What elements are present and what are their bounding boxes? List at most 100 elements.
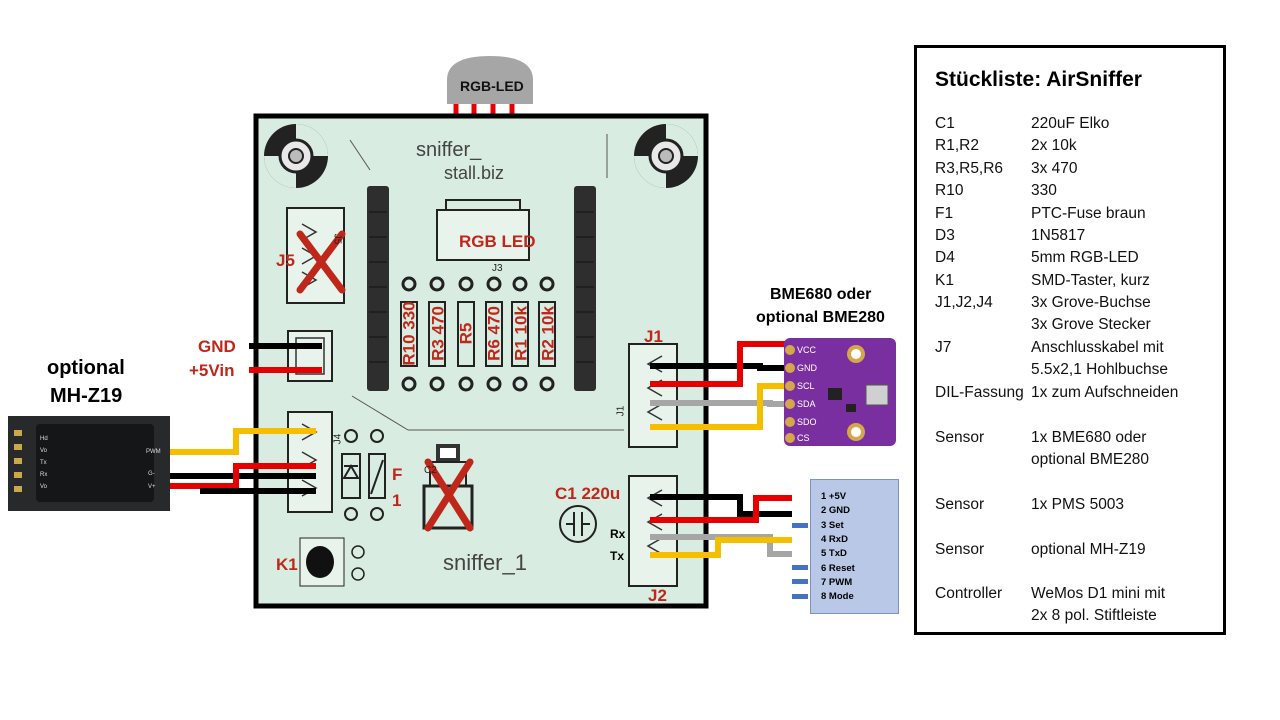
pcb-name: sniffer_1 — [443, 550, 527, 575]
bom-desc: WeMos D1 mini mit — [1031, 585, 1166, 602]
bme-pin-cs: CS — [797, 433, 810, 443]
pms-wire-black — [650, 494, 792, 517]
j3-connector — [436, 209, 530, 261]
mhz-title-line1: optional — [47, 357, 125, 379]
pms-pin-8: 8 Mode — [821, 591, 854, 602]
pms-pin-1: 1 +5V — [821, 491, 847, 502]
bom-desc: 2x 10k — [1031, 137, 1077, 154]
mhz-right-pin-1: PWM — [146, 449, 161, 455]
bme-title-line2: optional BME280 — [756, 309, 885, 326]
c2-silk-label: C2 — [424, 465, 437, 476]
mhz-board: Hd Vo Tx Rx Vo PWM G- V+ — [8, 416, 170, 511]
resistor-group — [400, 276, 556, 392]
j4-connector — [287, 411, 333, 513]
bom-desc: optional MH-Z19 — [1031, 541, 1146, 558]
bme-pin-gnd: GND — [797, 363, 817, 373]
bom-part: Controller — [935, 585, 1003, 602]
j2-connector — [628, 475, 678, 587]
pms-wire-red — [650, 495, 792, 523]
resistor-label-r6: R6 470 — [484, 306, 504, 361]
bom-part: Sensor — [935, 541, 985, 558]
resistor-label-r10: R10 330 — [399, 301, 419, 366]
bom-part: C1 — [935, 115, 955, 132]
pcb-site-partial: stall.biz — [444, 163, 505, 183]
bom-desc: 1x zum Aufschneiden — [1031, 384, 1179, 401]
bom-desc: 5mm RGB-LED — [1031, 249, 1139, 266]
mounting-hole-left — [264, 124, 328, 188]
mhz-pin-4: Rx — [40, 472, 48, 478]
resistor-label-r3: R3 470 — [428, 306, 448, 361]
bom-part: Sensor — [935, 429, 985, 446]
j1-connector — [628, 343, 678, 448]
gnd-label: GND — [198, 337, 236, 356]
bom-part: K1 — [935, 272, 954, 289]
bill-of-materials: Stückliste: AirSniffer C1 220uF Elko R1,… — [914, 45, 1226, 635]
bom-part: R1,R2 — [935, 137, 979, 154]
bme-wire-yellow — [650, 383, 790, 430]
pms-pinout-box: 1 +5V 2 GND 3 Set 4 RxD 5 TxD 6 Reset 7 … — [810, 479, 899, 614]
mhz-pin-3: Tx — [40, 460, 47, 466]
pms-wire-grey — [650, 534, 792, 557]
mhz-module-body — [36, 424, 154, 502]
bme-pin-sda: SDA — [797, 399, 816, 409]
tx-label: Tx — [610, 549, 625, 563]
bom-desc: 3x 470 — [1031, 160, 1078, 177]
bom-desc: 5.5x2,1 Hohlbuchse — [1031, 361, 1169, 378]
bom-desc: SMD-Taster, kurz — [1031, 272, 1150, 289]
bme-pin-scl: SCL — [797, 381, 815, 391]
led-label: RGB-LED — [460, 78, 524, 94]
c1-label: C1 220u — [555, 484, 621, 503]
pms-pin-3: 3 Set — [821, 520, 844, 531]
bom-title: Stückliste: AirSniffer — [935, 68, 1142, 91]
bme-pin-vcc: VCC — [797, 345, 817, 355]
bom-desc: 1x PMS 5003 — [1031, 496, 1125, 513]
bme-pin-sdo: SDO — [797, 417, 817, 427]
fuse-f1 — [368, 429, 386, 521]
bom-desc: optional BME280 — [1031, 451, 1150, 468]
mhz-wire-red — [164, 463, 316, 489]
socket-strip-left — [367, 186, 389, 391]
pms-pin-stubs — [792, 523, 808, 599]
bom-part: DIL-Fassung — [935, 384, 1024, 401]
bom-desc: Anschlusskabel mit — [1031, 339, 1164, 356]
bom-part: D3 — [935, 227, 955, 244]
bom-desc: 3x Grove-Buchse — [1031, 294, 1151, 311]
bom-desc: 1x BME680 oder — [1031, 429, 1147, 446]
rx-label: Rx — [610, 527, 626, 541]
capacitor-c1 — [559, 505, 597, 543]
resistor-label-r2: R2 10k — [538, 306, 558, 361]
bom-part: R3,R5,R6 — [935, 160, 1004, 177]
bom-part: Sensor — [935, 496, 985, 513]
mhz-pin-header — [14, 430, 22, 500]
j5-silk-label: J5 — [331, 233, 343, 245]
j1-silk-label: J1 — [615, 405, 627, 417]
bme-wire-red — [650, 341, 790, 387]
capacitor-c2 — [422, 444, 474, 532]
bme-wire-grey — [650, 400, 790, 407]
pms-pin-5: 5 TxD — [821, 548, 847, 559]
bom-desc: 330 — [1031, 182, 1057, 199]
mhz-right-pin-2: G- — [148, 471, 155, 477]
pcb-title-partial: sniffer_ — [416, 139, 482, 161]
resistor-label-r1: R1 10k — [511, 306, 531, 361]
pms-wire-yellow — [650, 537, 792, 558]
diode-d3 — [341, 429, 361, 521]
k1-button — [306, 546, 334, 578]
j5-cross-mark — [296, 230, 346, 294]
mhz-title-line2: MH-Z19 — [50, 385, 123, 407]
fuse-label-1: 1 — [392, 491, 402, 510]
bom-desc: 3x Grove Stecker — [1031, 316, 1151, 333]
j2-label: J2 — [648, 586, 667, 605]
bom-desc: 220uF Elko — [1031, 115, 1110, 132]
j3-silk-label: J3 — [492, 263, 503, 274]
bom-part: J1,J2,J4 — [935, 294, 993, 311]
socket-strip-right — [574, 186, 596, 391]
j3-overlay-label: RGB LED — [459, 232, 536, 251]
mhz-pin-1: Hd — [40, 436, 48, 442]
j4-silk-label: J4 — [332, 433, 344, 445]
j5-label: J5 — [276, 251, 295, 270]
mhz-right-pin-3: V+ — [148, 484, 156, 490]
bom-part: J7 — [935, 339, 952, 356]
mhz-pin-2: Vo — [40, 448, 48, 454]
